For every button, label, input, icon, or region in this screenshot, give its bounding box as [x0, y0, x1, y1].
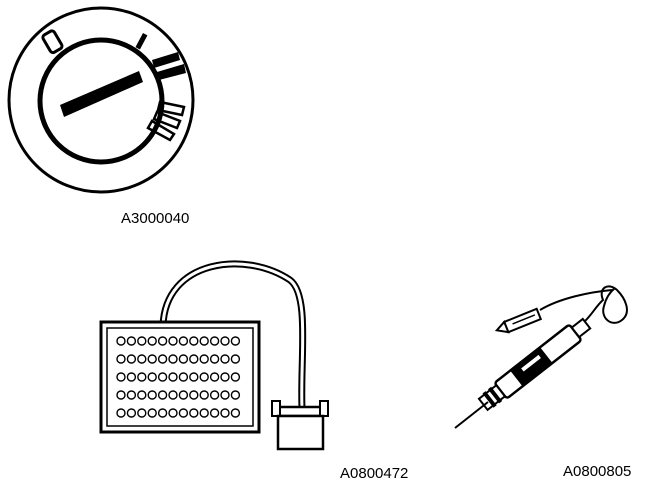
pin-socket: [157, 354, 168, 364]
key-slot: [60, 71, 143, 117]
pin-socket: [178, 408, 189, 418]
pin-socket: [178, 372, 189, 382]
pin-socket: [230, 390, 241, 400]
pin-socket: [157, 390, 168, 400]
probe-tip: [454, 401, 489, 429]
pin-socket: [199, 354, 209, 364]
pin-socket: [147, 372, 157, 382]
pin-socket: [168, 354, 178, 364]
pin-socket: [147, 354, 157, 364]
position-mark-II: [152, 52, 186, 80]
switch-key-cylinder: [37, 37, 165, 165]
pin-socket: [189, 372, 199, 382]
pin-socket: [147, 336, 157, 346]
connector-plug: [271, 400, 329, 451]
alligator-clip: [494, 307, 543, 334]
pin-socket: [220, 390, 230, 400]
position-mark-I: [135, 32, 148, 50]
pin-socket: [157, 408, 168, 418]
pin-socket: [209, 408, 220, 418]
pin-socket: [126, 408, 137, 418]
pin-socket: [116, 372, 126, 382]
pin-socket: [199, 336, 209, 346]
cable-inner: [161, 262, 305, 409]
pin-socket: [230, 372, 241, 382]
pin-socket: [157, 336, 168, 346]
pin-socket: [189, 408, 199, 418]
lead-wire-clip: [539, 289, 613, 311]
pin-socket: [168, 336, 178, 346]
pin-socket: [189, 390, 199, 400]
pin-socket: [209, 354, 220, 364]
lead-wire: [582, 285, 628, 324]
figure-label-test-probe: A0800805: [563, 463, 632, 480]
pin-socket: [137, 372, 147, 382]
pin-socket: [157, 372, 168, 382]
pin-socket: [137, 336, 147, 346]
pin-grid: [116, 336, 241, 418]
pin-socket: [126, 372, 137, 382]
box-bezel: [106, 327, 254, 427]
pin-socket: [209, 372, 220, 382]
pin-socket: [116, 354, 126, 364]
pin-socket: [220, 372, 230, 382]
pin-socket: [116, 390, 126, 400]
pin-socket: [126, 390, 137, 400]
probe-body: [477, 317, 592, 412]
pin-socket: [137, 354, 147, 364]
pin-socket: [126, 336, 137, 346]
pin-socket: [199, 372, 209, 382]
pin-socket: [230, 336, 241, 346]
figure-label-breakout-box: A0800472: [340, 465, 409, 482]
test-probe-figure: [454, 285, 628, 429]
pin-socket: [178, 390, 189, 400]
pin-socket: [189, 354, 199, 364]
pin-socket: [137, 408, 147, 418]
figure-label-ignition-switch: A3000040: [121, 210, 190, 227]
pin-socket: [189, 336, 199, 346]
pin-socket: [178, 336, 189, 346]
position-mark-III: [146, 100, 186, 142]
position-mark-0: [41, 29, 64, 55]
pin-socket: [147, 390, 157, 400]
pin-socket: [137, 390, 147, 400]
pin-socket: [126, 354, 137, 364]
pin-socket: [147, 408, 157, 418]
pin-socket: [230, 408, 241, 418]
pin-socket: [199, 390, 209, 400]
pin-socket: [168, 372, 178, 382]
pin-socket: [199, 408, 209, 418]
ignition-switch-figure: [7, 6, 195, 194]
breakout-box-figure: [99, 260, 329, 451]
pin-socket: [209, 390, 220, 400]
pin-socket: [116, 408, 126, 418]
pin-socket: [209, 336, 220, 346]
pin-socket: [178, 354, 189, 364]
pin-socket: [168, 390, 178, 400]
pin-socket: [230, 354, 241, 364]
pin-socket: [116, 336, 126, 346]
pin-socket: [220, 336, 230, 346]
pin-socket: [168, 408, 178, 418]
pin-socket: [220, 408, 230, 418]
pin-socket: [220, 354, 230, 364]
